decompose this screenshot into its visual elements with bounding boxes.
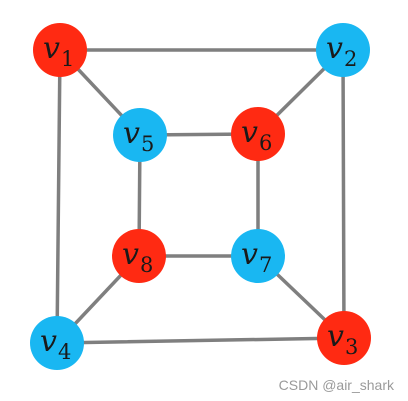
node-v3: v3 [317,311,371,365]
node-v5: v5 [113,108,167,162]
watermark: CSDN @air_shark [278,377,394,393]
node-v6: v6 [231,107,285,161]
node-v8: v8 [112,229,166,283]
edges-layer [55,48,346,345]
node-label-v8: v8 [122,237,153,277]
node-circle-v5 [113,108,167,162]
node-circle-v2 [316,23,370,77]
node-circle-v7 [231,229,285,283]
node-label-v2: v2 [326,31,357,71]
edge-v4-v1 [55,48,62,345]
node-label-v1: v1 [43,31,74,71]
node-v1: v1 [33,23,87,77]
node-v2: v2 [316,23,370,77]
node-label-v4: v4 [40,324,71,364]
node-label-v6: v6 [241,115,272,155]
edge-v3-v4 [55,336,346,345]
node-circle-v1 [33,23,87,77]
nodes-layer: v1 v2 v3 v4 v5 v6 v7 v8 [30,23,371,370]
node-circle-v8 [112,229,166,283]
node-circle-v6 [231,107,285,161]
node-label-v7: v7 [241,237,272,277]
node-circle-v3 [317,311,371,365]
edge-v2-v3 [341,48,346,340]
node-circle-v4 [30,316,84,370]
node-label-v5: v5 [123,116,154,156]
node-v7: v7 [231,229,285,283]
node-label-v3: v3 [327,319,358,359]
node-v4: v4 [30,316,84,370]
